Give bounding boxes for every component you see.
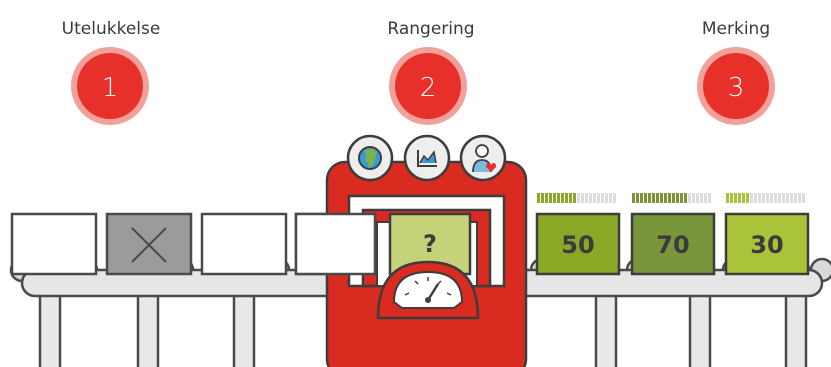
level-segment <box>581 193 584 203</box>
score-level-bar <box>726 193 805 203</box>
level-segment <box>573 193 576 203</box>
level-segment <box>597 193 600 203</box>
score-level-bar <box>537 193 616 203</box>
level-segment <box>537 193 540 203</box>
level-segment <box>734 193 737 203</box>
level-segment <box>672 193 675 203</box>
level-segment <box>589 193 592 203</box>
level-segment <box>766 193 769 203</box>
level-segment <box>676 193 679 203</box>
level-segment <box>585 193 588 203</box>
step-2-badge: 2 <box>389 47 467 125</box>
level-segment <box>770 193 773 203</box>
level-segment <box>545 193 548 203</box>
chart-icon <box>405 136 449 180</box>
level-segment <box>601 193 604 203</box>
score-value: 50 <box>561 231 594 259</box>
step-1-number: 1 <box>102 73 119 103</box>
level-segment <box>704 193 707 203</box>
step-3-badge: 3 <box>697 47 775 125</box>
level-segment <box>696 193 699 203</box>
level-segment <box>708 193 711 203</box>
level-segment <box>692 193 695 203</box>
level-segment <box>786 193 789 203</box>
level-segment <box>726 193 729 203</box>
score-level-bar <box>632 193 711 203</box>
level-segment <box>738 193 741 203</box>
score-value: 70 <box>656 231 689 259</box>
step-2-label: Rangering <box>387 19 474 39</box>
level-segment <box>644 193 647 203</box>
level-segment <box>549 193 552 203</box>
level-segment <box>790 193 793 203</box>
scored-box: 50 <box>537 193 619 274</box>
level-segment <box>680 193 683 203</box>
level-segment <box>778 193 781 203</box>
level-segment <box>636 193 639 203</box>
level-segment <box>640 193 643 203</box>
level-segment <box>613 193 616 203</box>
step-2-number: 2 <box>420 73 437 103</box>
step-3-number: 3 <box>728 73 745 103</box>
level-segment <box>656 193 659 203</box>
level-segment <box>648 193 651 203</box>
level-segment <box>593 193 596 203</box>
level-segment <box>758 193 761 203</box>
plain-box <box>12 214 96 274</box>
level-segment <box>557 193 560 203</box>
level-segment <box>541 193 544 203</box>
scored-boxes: 50 70 30 <box>537 193 808 274</box>
level-segment <box>632 193 635 203</box>
level-segment <box>794 193 797 203</box>
score-value: 30 <box>750 231 783 259</box>
ranking-machine: ? <box>296 136 526 367</box>
level-segment <box>762 193 765 203</box>
step-3-label: Merking <box>702 19 770 39</box>
level-segment <box>605 193 608 203</box>
level-segment <box>664 193 667 203</box>
level-segment <box>774 193 777 203</box>
level-segment <box>688 193 691 203</box>
plain-box <box>202 214 286 274</box>
level-segment <box>577 193 580 203</box>
step-1-badge: 1 <box>71 47 149 125</box>
level-segment <box>798 193 801 203</box>
level-segment <box>746 193 749 203</box>
level-segment <box>754 193 757 203</box>
question-mark: ? <box>423 230 437 258</box>
step-1-label: Utelukkelse <box>62 19 161 39</box>
level-segment <box>561 193 564 203</box>
level-segment <box>684 193 687 203</box>
level-segment <box>782 193 785 203</box>
excluded-box <box>107 214 191 274</box>
level-segment <box>700 193 703 203</box>
scored-box: 30 <box>726 193 808 274</box>
level-segment <box>609 193 612 203</box>
scored-box: 70 <box>632 193 714 274</box>
level-segment <box>730 193 733 203</box>
level-segment <box>750 193 753 203</box>
level-segment <box>802 193 805 203</box>
level-segment <box>668 193 671 203</box>
level-segment <box>565 193 568 203</box>
level-segment <box>660 193 663 203</box>
level-segment <box>569 193 572 203</box>
level-segment <box>553 193 556 203</box>
globe-icon <box>348 136 392 180</box>
level-segment <box>652 193 655 203</box>
person-heart-icon <box>461 136 505 180</box>
level-segment <box>742 193 745 203</box>
